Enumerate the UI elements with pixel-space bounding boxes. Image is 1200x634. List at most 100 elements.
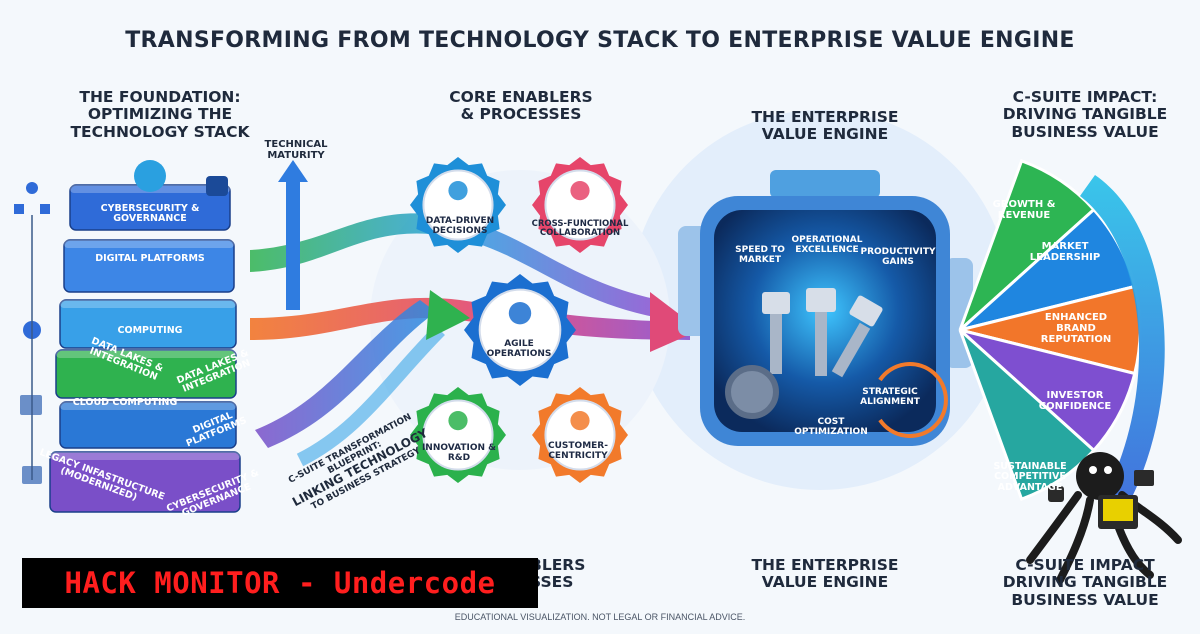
flow-arrowhead-green	[426, 290, 470, 340]
impact-echo-line: DRIVING TANGIBLE	[1002, 573, 1168, 592]
technical-maturity-line: MATURITY	[267, 150, 325, 162]
enabler-gear-face	[478, 288, 562, 372]
stack-layer-highlight	[56, 350, 236, 358]
impact-segment-label: GROWTH & REVENUE	[992, 199, 1056, 221]
alignment-arrow	[878, 362, 948, 438]
enabler-gear-icon	[448, 181, 468, 201]
engine-top-rail	[770, 170, 880, 198]
technical-maturity-line: TECHNICAL	[264, 139, 328, 150]
flow-arrowhead-center	[650, 292, 700, 352]
engine-heading-echo: THE ENTERPRISE VALUE ENGINE	[730, 556, 920, 592]
org-node-icon	[14, 204, 24, 214]
enablers-heading-line: CORE ENABLERS	[449, 88, 593, 106]
stack-layer-highlight	[64, 240, 234, 248]
side-icons	[14, 182, 50, 484]
stack-layer-label: DIGITAL PLATFORMS	[95, 253, 205, 264]
octopus-mascot	[1026, 452, 1182, 584]
maturity-arrow-head	[278, 160, 308, 182]
impact-segment-label: MARKET LEADERSHIP	[1029, 241, 1101, 263]
gear-label: DATA-DRIVEN DECISIONS	[425, 216, 495, 236]
piston	[806, 288, 836, 376]
flow-stream-orange	[250, 297, 690, 340]
stack-layer-highlight	[60, 402, 236, 410]
engine-heading-line: VALUE ENGINE	[761, 125, 889, 144]
lock-icon	[1048, 486, 1064, 502]
engine-label: STRATEGIC ALIGNMENT	[860, 387, 920, 407]
enablers-heading-line: & PROCESSES	[460, 105, 582, 124]
flow-stream-blue	[296, 325, 445, 467]
engine-label: SPEED TO MARKET	[735, 245, 785, 265]
impact-heading-line: C-SUITE IMPACT:	[1012, 88, 1158, 106]
engine-heading: THE ENTERPRISE VALUE ENGINE	[730, 108, 920, 144]
enabler-gear-face	[544, 169, 616, 241]
impact-heading-line: DRIVING TANGIBLE	[1002, 105, 1168, 124]
piston	[831, 295, 883, 378]
watermark-banner: HACK MONITOR - Undercode	[22, 558, 538, 608]
stack-layer-label: COMPUTING	[117, 325, 183, 336]
foundation-heading: THE FOUNDATION: OPTIMIZING THE TECHNOLOG…	[60, 88, 260, 141]
impact-echo-line: C-SUITE IMPACT	[1015, 556, 1155, 574]
flow-stream-purple	[255, 300, 436, 448]
gear-label: AGILE OPERATIONS	[486, 339, 552, 359]
enablers-heading: CORE ENABLERS & PROCESSES	[426, 88, 616, 124]
shield-icon	[134, 160, 166, 192]
disclaimer: EDUCATIONAL VISUALIZATION. NOT LEGAL OR …	[454, 612, 746, 622]
stack-layer	[59, 299, 237, 349]
impact-heading-line: BUSINESS VALUE	[1011, 122, 1159, 141]
foundation-heading-line: OPTIMIZING THE	[87, 105, 233, 124]
stack-layer-label: CLOUD COMPUTING	[72, 397, 178, 408]
chip-icon	[1134, 470, 1154, 486]
enablers-echo-line: BLERS	[530, 556, 586, 574]
enabler-gear-icon	[448, 411, 468, 431]
engine-label: OPERATIONAL EXCELLENCE	[791, 235, 863, 255]
impact-segment-label: ENHANCED BRAND REPUTATION	[1040, 312, 1112, 345]
watermark-banner-text: HACK MONITOR - Undercode	[64, 566, 496, 600]
engine-echo-line: THE ENTERPRISE	[751, 556, 899, 574]
enabler-gear-icon	[570, 181, 590, 201]
stack-layer	[49, 451, 241, 513]
server-icon	[20, 395, 42, 415]
page-title: TRANSFORMING FROM TECHNOLOGY STACK TO EN…	[125, 28, 1075, 53]
technical-maturity-label: TECHNICAL MATURITY	[246, 139, 346, 161]
padlock-icon	[206, 176, 228, 196]
engine-label: PRODUCTIVITY GAINS	[860, 247, 936, 267]
enabler-gears	[410, 157, 628, 483]
impact-echo-line: BUSINESS VALUE	[1011, 590, 1159, 609]
enabler-gear-face	[544, 399, 616, 471]
stack-layer	[63, 239, 235, 293]
foundation-heading-line: TECHNOLOGY STACK	[70, 122, 250, 141]
stack-layer-highlight	[60, 300, 236, 308]
gear-label: CROSS-FUNCTIONAL COLLABORATION	[531, 219, 629, 239]
stack-layer-label: CYBERSECURITY & GOVERNANCE	[100, 203, 200, 225]
stack-layer	[59, 401, 237, 449]
piston	[762, 292, 790, 374]
engine-echo-line: VALUE ENGINE	[761, 573, 889, 592]
impact-segment	[958, 328, 1096, 502]
enabler-gear-icon	[508, 302, 532, 325]
flow-stream-green	[250, 213, 660, 318]
engine-heading-line: THE ENTERPRISE	[751, 108, 899, 126]
stack-layer	[55, 349, 237, 399]
engine-label: COST OPTIMIZATION	[794, 417, 868, 437]
gear-label: INNOVATION & R&D	[421, 443, 497, 463]
impact-heading-echo: C-SUITE IMPACT DRIVING TANGIBLE BUSINESS…	[985, 556, 1185, 609]
org-node-icon	[40, 204, 50, 214]
technology-stack	[49, 160, 241, 513]
mascot-head	[1076, 452, 1124, 500]
impact-fan	[958, 158, 1142, 502]
value-engine	[678, 170, 973, 446]
enablers-echo-line: SSES	[530, 573, 574, 592]
enablers-heading-echo: BLERS SSES	[530, 556, 620, 592]
org-chart-icon	[26, 182, 38, 194]
impact-segment-label: INVESTOR CONFIDENCE	[1038, 390, 1112, 412]
foundation-heading-line: THE FOUNDATION:	[79, 88, 241, 106]
impact-segment-label: SUSTAINABLE COMPETITIVE ADVANTAGE	[993, 461, 1067, 493]
gear-label: CUSTOMER-CENTRICITY	[548, 441, 608, 461]
engine-gear	[725, 365, 779, 419]
impact-arc	[1080, 175, 1165, 520]
maturity-arrow-shaft	[286, 180, 300, 310]
enabler-gear-face	[422, 399, 494, 471]
impact-heading: C-SUITE IMPACT: DRIVING TANGIBLE BUSINES…	[985, 88, 1185, 141]
